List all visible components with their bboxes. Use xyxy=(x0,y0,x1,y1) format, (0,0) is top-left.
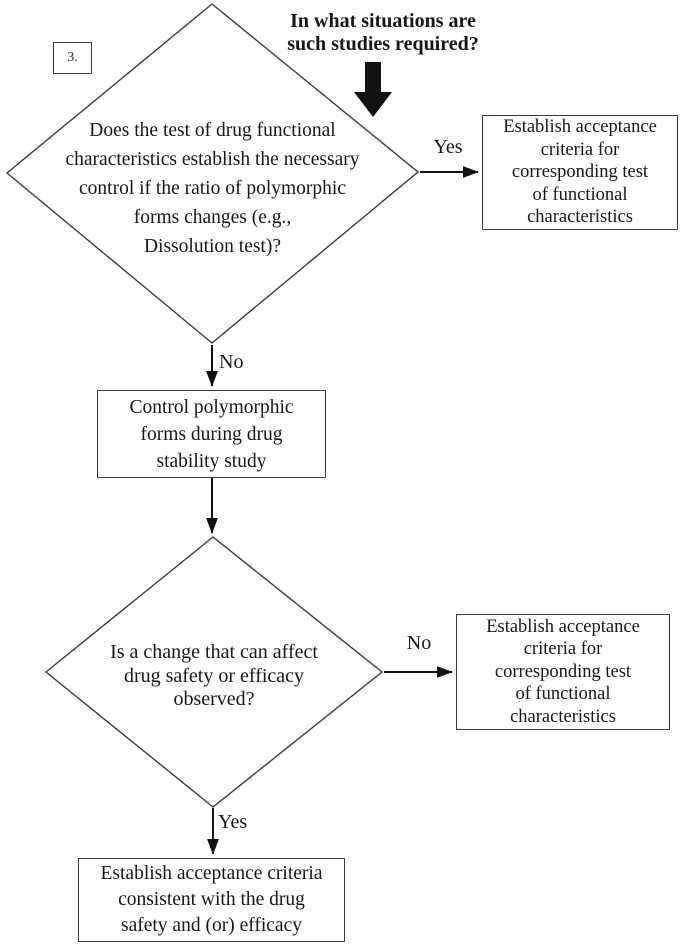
action-box-3-text: Establish acceptance criteria for corres… xyxy=(486,616,640,727)
decision-diamond-2 xyxy=(44,536,384,808)
step-number-label: 3. xyxy=(67,50,78,65)
figure-title: In what situations are such studies requ… xyxy=(287,10,479,55)
action-box-safety-efficacy: Establish acceptance criteria consistent… xyxy=(78,858,345,942)
action-box-establish-criteria-1: Establish acceptance criteria for corres… xyxy=(482,115,678,230)
decision-1-question: Does the test of drug functional charact… xyxy=(65,120,360,257)
decision-2-question: Is a change that can affect drug safety … xyxy=(110,641,318,710)
action-box-establish-criteria-2: Establish acceptance criteria for corres… xyxy=(456,614,670,730)
branch-label-yes-2: Yes xyxy=(218,811,248,833)
title-pointer-arrow-icon xyxy=(354,62,392,117)
action-box-1-text: Establish acceptance criteria for corres… xyxy=(503,117,657,228)
decision-diamond-1 xyxy=(5,3,420,344)
action-box-control-polymorphic: Control polymorphic forms during drug st… xyxy=(97,390,326,478)
branch-label-yes-1: Yes xyxy=(433,136,463,158)
step-number-box: 3. xyxy=(53,42,92,74)
branch-label-no-1: No xyxy=(219,351,244,373)
branch-label-no-2: No xyxy=(406,632,432,654)
action-box-2-text: Control polymorphic forms during drug st… xyxy=(129,396,294,472)
action-box-4-text: Establish acceptance criteria consistent… xyxy=(100,863,323,936)
